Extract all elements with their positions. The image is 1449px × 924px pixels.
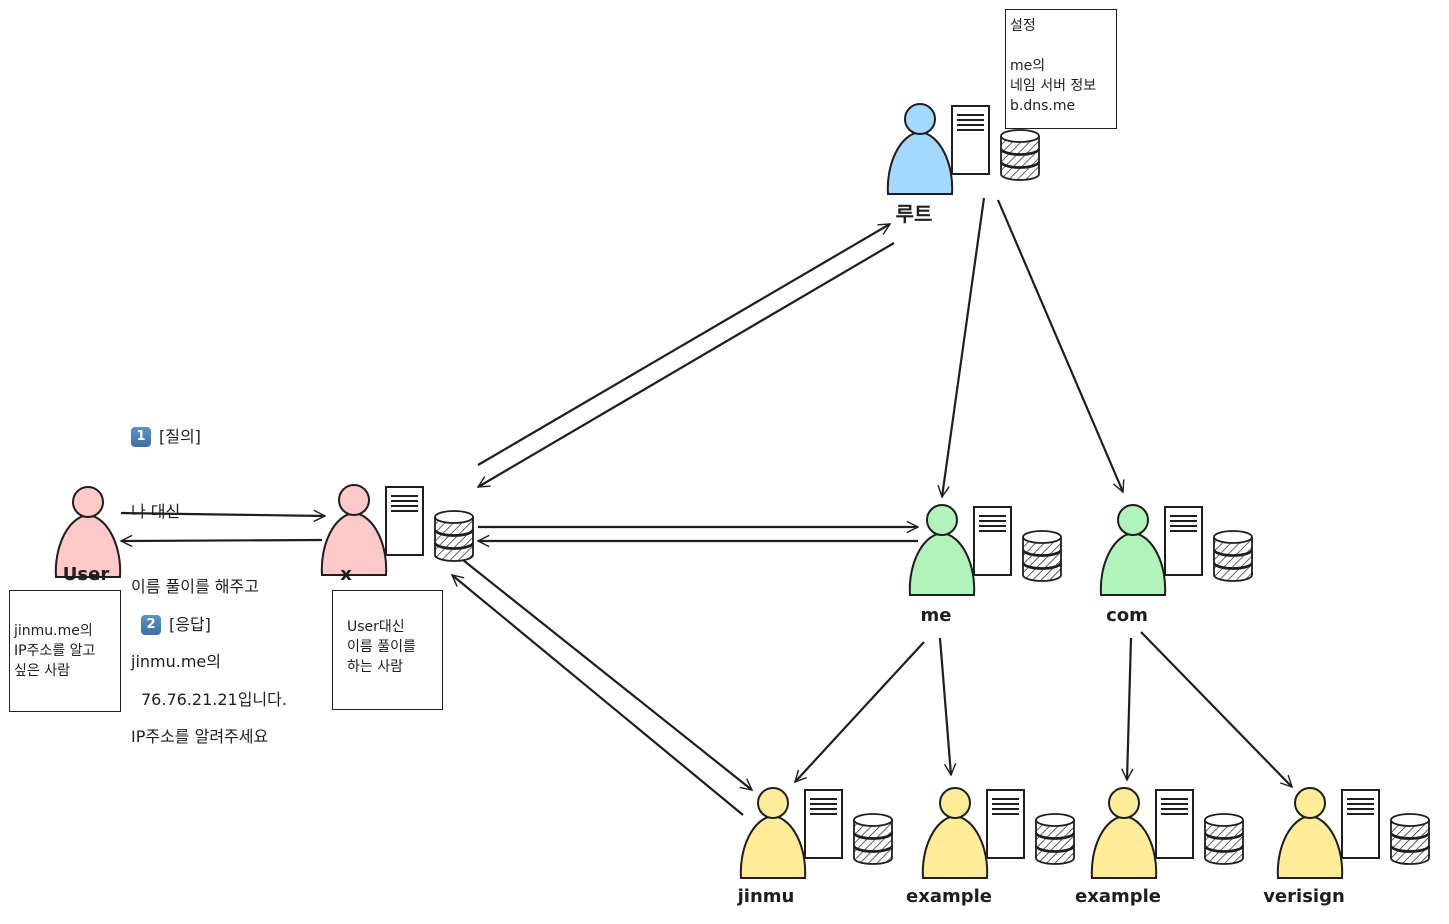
edge-x-to-jinmu bbox=[462, 559, 752, 790]
server-icon bbox=[1341, 789, 1380, 859]
edge-me-to-example bbox=[938, 637, 951, 775]
edge-com-to-verisign bbox=[1140, 631, 1292, 787]
person-icon bbox=[739, 787, 807, 879]
node-label-root: 루트 bbox=[895, 202, 933, 226]
badge-2-icon: 2 bbox=[141, 615, 161, 635]
database-icon bbox=[1022, 530, 1062, 582]
x-note: User대신 이름 풀이를 하는 사람 bbox=[332, 590, 443, 710]
person-icon bbox=[886, 103, 954, 195]
edge-user-to-x bbox=[120, 513, 325, 516]
query-line: IP주소를 알려주세요 bbox=[131, 727, 269, 746]
database-icon bbox=[1204, 813, 1244, 865]
node-jinmu bbox=[739, 787, 893, 879]
database-icon bbox=[1000, 129, 1040, 181]
query-title-line: 1 [질의] bbox=[131, 424, 268, 449]
database-icon bbox=[434, 510, 474, 562]
database-icon bbox=[1390, 813, 1430, 865]
edge-me-to-jinmu bbox=[795, 641, 925, 782]
person-icon bbox=[54, 486, 122, 578]
edge-x-to-user bbox=[121, 540, 323, 541]
node-label-x: x bbox=[340, 564, 352, 585]
node-root bbox=[886, 103, 1040, 195]
node-user bbox=[54, 486, 122, 578]
response-line: 76.76.21.21입니다. bbox=[141, 690, 287, 709]
edges-layer bbox=[120, 197, 1292, 816]
query-line: jinmu.me의 bbox=[131, 652, 221, 671]
person-icon bbox=[908, 504, 976, 596]
user-note: jinmu.me의 IP주소를 알고 싶은 사람 bbox=[9, 590, 121, 712]
node-label-com: com bbox=[1106, 605, 1148, 626]
person-icon bbox=[1090, 787, 1158, 879]
edge-root-to-com bbox=[996, 199, 1123, 492]
note-line: 하는 사람 bbox=[347, 659, 403, 675]
note-line: b.dns.me bbox=[1010, 98, 1076, 114]
server-icon bbox=[1155, 789, 1194, 859]
query-message: 1 [질의] 나 대신 이름 풀이를 해주고 jinmu.me의 IP주소를 알려… bbox=[131, 374, 268, 774]
badge-1-icon: 1 bbox=[131, 427, 151, 447]
note-line: IP주소를 알고 bbox=[14, 643, 96, 659]
query-line: 이름 풀이를 해주고 bbox=[131, 577, 259, 596]
database-icon bbox=[1035, 813, 1075, 865]
edge-x-to-root bbox=[477, 223, 890, 466]
note-line: 네임 서버 정보 bbox=[1010, 78, 1097, 94]
database-icon bbox=[853, 813, 893, 865]
node-label-jinmu: jinmu bbox=[737, 886, 795, 907]
note-line bbox=[1010, 36, 1112, 56]
note-line: User대신 bbox=[347, 619, 405, 635]
server-icon bbox=[385, 486, 424, 556]
node-example-me bbox=[921, 787, 1075, 879]
node-x bbox=[320, 484, 474, 576]
note-line: 이름 풀이를 bbox=[347, 639, 416, 655]
root-settings-note: 설정 me의 네임 서버 정보 b.dns.me bbox=[1005, 9, 1117, 129]
nodes-layer bbox=[54, 103, 1430, 879]
response-title: [응답] bbox=[169, 615, 211, 634]
node-label-user: User bbox=[62, 564, 110, 585]
response-message: 2 [응답] 76.76.21.21입니다. bbox=[141, 562, 287, 737]
node-example-com bbox=[1090, 787, 1244, 879]
person-icon bbox=[320, 484, 388, 576]
person-icon bbox=[1099, 504, 1167, 596]
person-icon bbox=[1276, 787, 1344, 879]
note-line: jinmu.me의 bbox=[14, 623, 93, 639]
node-label-example-com: example bbox=[1075, 886, 1161, 907]
query-line: 나 대신 bbox=[131, 502, 181, 521]
query-title: [질의] bbox=[159, 427, 201, 446]
edge-com-to-example bbox=[1127, 637, 1131, 780]
person-icon bbox=[921, 787, 989, 879]
database-icon bbox=[1213, 530, 1253, 582]
response-title-line: 2 [응답] bbox=[141, 612, 287, 637]
note-line: 싶은 사람 bbox=[14, 663, 70, 679]
note-line: me의 bbox=[1010, 58, 1046, 74]
node-verisign bbox=[1276, 787, 1430, 879]
node-label-verisign: verisign bbox=[1263, 886, 1345, 907]
note-line: 설정 bbox=[1010, 18, 1036, 34]
node-me bbox=[908, 504, 1062, 596]
server-icon bbox=[1164, 506, 1203, 576]
server-icon bbox=[986, 789, 1025, 859]
node-label-example-me: example bbox=[906, 886, 992, 907]
node-label-me: me bbox=[920, 605, 952, 626]
server-icon bbox=[804, 789, 843, 859]
edge-root-to-x bbox=[478, 242, 895, 488]
server-icon bbox=[973, 506, 1012, 576]
server-icon bbox=[951, 105, 990, 175]
node-com bbox=[1099, 504, 1253, 596]
edge-jinmu-to-x bbox=[452, 575, 744, 816]
edge-root-to-me bbox=[942, 197, 986, 497]
